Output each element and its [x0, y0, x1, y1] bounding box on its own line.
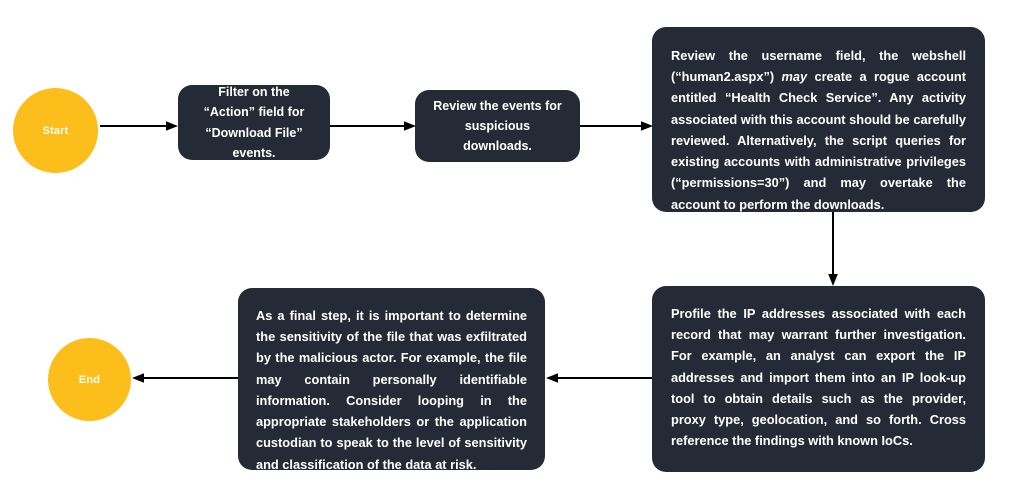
node-review-username-text-emphasis: may: [781, 69, 808, 85]
node-profile-ip-label: Profile the IP addresses associated with…: [671, 306, 966, 449]
node-profile-ip[interactable]: Profile the IP addresses associated with…: [652, 286, 985, 472]
connector-profile-ip-to-final-step: [546, 371, 652, 385]
connector-review-username-to-profile-ip: [826, 212, 840, 288]
node-review-username[interactable]: Review the username field, the webshell …: [652, 27, 985, 212]
node-review-events-label: Review the events for suspicious downloa…: [433, 98, 562, 154]
node-start[interactable]: Start: [13, 88, 98, 173]
node-filter-action-label: Filter on the “Action” field for “Downlo…: [203, 85, 305, 160]
node-start-label: Start: [42, 124, 69, 137]
node-review-username-text-after: create a rogue account entitled “Health …: [671, 69, 966, 212]
node-end[interactable]: End: [48, 338, 131, 421]
node-review-username-label: Review the username field, the webshell …: [671, 45, 966, 215]
connector-start-to-filter: [100, 119, 180, 133]
connector-filter-to-review-events: [330, 119, 418, 133]
node-final-step[interactable]: As a final step, it is important to dete…: [238, 288, 545, 472]
node-filter-action[interactable]: Filter on the “Action” field for “Downlo…: [178, 85, 330, 160]
node-final-step-label: As a final step, it is important to dete…: [256, 308, 527, 472]
node-review-events[interactable]: Review the events for suspicious downloa…: [415, 90, 580, 162]
node-review-username-text-before: Review the username field, the webshell …: [671, 48, 966, 85]
connector-review-events-to-review-username: [580, 119, 655, 133]
connector-final-step-to-end: [132, 371, 238, 385]
node-end-label: End: [78, 373, 101, 386]
